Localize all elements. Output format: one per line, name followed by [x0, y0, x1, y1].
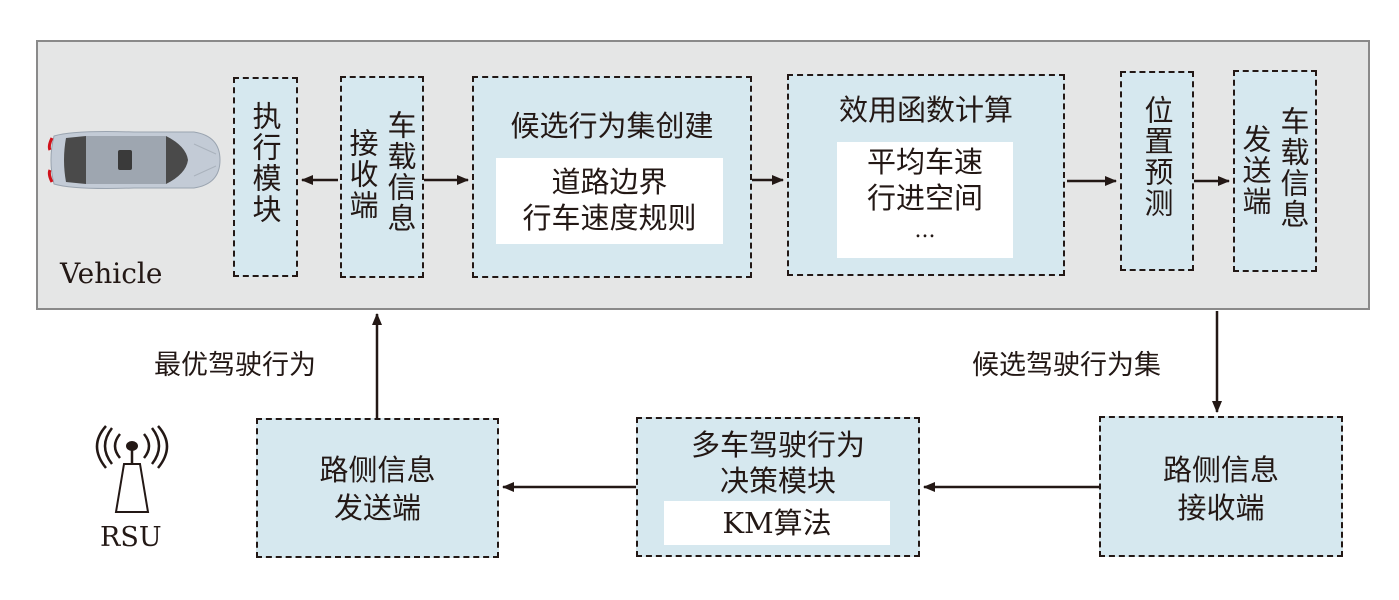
rule-road-boundary: 道路边界: [551, 165, 668, 199]
candidate-creation-title: 候选行为集创建: [510, 109, 714, 143]
utility-calc-title: 效用函数计算: [838, 93, 1013, 127]
onboard-sender-line2: 发送端: [1238, 124, 1272, 217]
utility-calc-box: 效用函数计算 平均车速 行进空间 ...: [787, 74, 1065, 276]
rule-speed: 行车速度规则: [522, 201, 697, 235]
decision-module-line1: 多车驾驶行为: [690, 428, 865, 462]
algorithm-label: KM算法: [722, 506, 832, 540]
algorithm-panel: KM算法: [664, 501, 890, 545]
roadside-sender-line1: 路侧信息: [319, 453, 436, 487]
optimal-behavior-label: 最优驾驶行为: [154, 350, 316, 381]
candidate-set-label: 候选驾驶行为集: [972, 350, 1161, 381]
roadside-receiver-line2: 接收端: [1177, 491, 1265, 525]
onboard-sender-line1: 车载信息: [1276, 106, 1310, 230]
onboard-sender-box: 车载信息 发送端: [1233, 70, 1317, 272]
candidate-creation-box: 候选行为集创建 道路边界 行车速度规则: [472, 76, 752, 278]
rsu-label: RSU: [100, 522, 162, 553]
onboard-receiver-line1: 车载信息: [383, 110, 417, 234]
onboard-receiver-line2: 接收端: [345, 128, 379, 221]
factor-more: ...: [914, 218, 936, 243]
factor-avg-speed: 平均车速: [866, 145, 983, 179]
execution-module-box: 执行模块: [233, 77, 298, 277]
decision-module-box: 多车驾驶行为 决策模块 KM算法: [636, 417, 920, 557]
vehicle-label: Vehicle: [60, 257, 163, 290]
candidate-rules-panel: 道路边界 行车速度规则: [496, 158, 723, 244]
roadside-receiver-box: 路侧信息 接收端: [1099, 416, 1343, 557]
execution-module-label: 执行模块: [248, 101, 282, 225]
factor-space: 行进空间: [866, 181, 983, 215]
roadside-sender-box: 路侧信息 发送端: [256, 418, 499, 558]
decision-module-line2: 决策模块: [719, 464, 836, 498]
roadside-receiver-line1: 路侧信息: [1162, 453, 1279, 487]
antenna-tower-icon: [95, 425, 169, 513]
position-prediction-box: 位置预测: [1120, 71, 1194, 271]
roadside-sender-line2: 发送端: [333, 491, 421, 525]
position-prediction-label: 位置预测: [1140, 95, 1174, 219]
car-top-view-icon: [47, 131, 221, 189]
onboard-receiver-box: 车载信息 接收端: [340, 76, 424, 278]
utility-factors-panel: 平均车速 行进空间 ...: [837, 142, 1013, 258]
